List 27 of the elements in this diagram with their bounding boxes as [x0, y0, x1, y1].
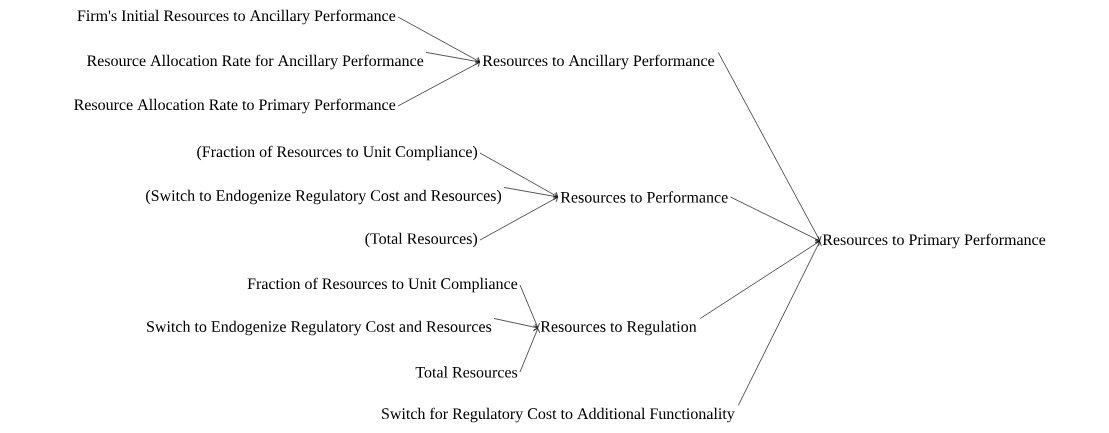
- variable-label: Firm's Initial Resources to Ancillary Performance: [77, 9, 396, 25]
- arrow: [397, 60, 480, 107]
- variable-label: Switch to Endogenize Regulatory Cost and Resources: [147, 320, 492, 336]
- variable-label: Resources to Performance: [560, 191, 728, 203]
- variable-label: Switch for Regulatory Cost to Additional Functionality: [382, 407, 735, 423]
- variable-label: (Fraction of Resources to Unit Compliance): [197, 145, 478, 161]
- arrow: [699, 239, 820, 319]
- arrow: [479, 195, 558, 241]
- variable-label: Resources to Primary Performance: [822, 233, 1046, 249]
- variable-label: Resource Allocation Rate to Primary Performance: [74, 98, 396, 114]
- variable-label: (Switch to Endogenize Regulatory Cost and Resources): [146, 189, 502, 205]
- arrow: [730, 196, 820, 243]
- variable-label: Total Resources: [415, 366, 518, 378]
- arrow: [479, 152, 558, 199]
- arrow: [519, 284, 540, 328]
- arrow: [738, 241, 822, 406]
- arrow: [493, 318, 538, 331]
- variable-label: Resource Allocation Rate for Ancillary Performance: [87, 54, 424, 70]
- variable-label: Resources to Ancillary Performance: [482, 54, 715, 70]
- arrow: [717, 52, 822, 241]
- variable-label: Fraction of Resources to Unit Compliance: [247, 277, 518, 293]
- arrow: [503, 187, 558, 200]
- variable-label: (Total Resources): [365, 232, 478, 248]
- arrow: [397, 16, 480, 64]
- arrow: [519, 328, 540, 373]
- arrow: [425, 52, 480, 65]
- variable-label: Resources to Regulation: [540, 320, 697, 336]
